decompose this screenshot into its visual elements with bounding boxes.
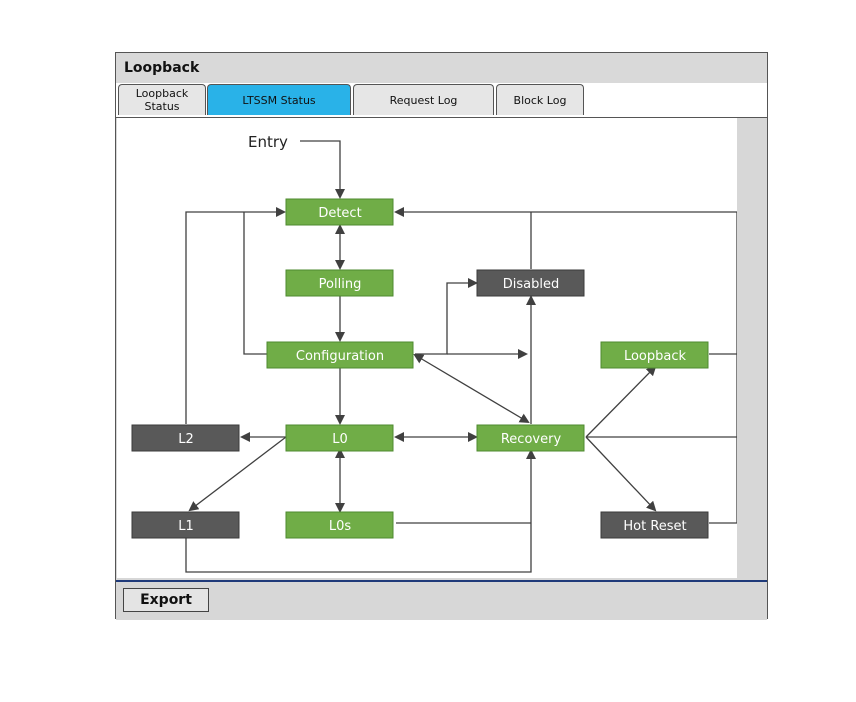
state-configuration-label: Configuration — [296, 349, 384, 364]
tab-bar: Loopback Status LTSSM Status Request Log… — [116, 83, 767, 118]
edge-recovery-hotreset — [585, 436, 657, 512]
state-configuration: Configuration — [266, 341, 414, 369]
state-polling-label: Polling — [319, 277, 362, 292]
state-l2: L2 — [131, 424, 240, 452]
edge-recovery-loopback — [585, 365, 657, 438]
state-detect-label: Detect — [318, 206, 361, 221]
state-l2-label: L2 — [178, 432, 194, 447]
state-hot-reset-label: Hot Reset — [623, 519, 686, 534]
state-loopback: Loopback — [600, 341, 709, 369]
export-button[interactable]: Export — [123, 588, 209, 612]
title-bar: Loopback — [116, 53, 767, 84]
ltssm-state-diagram: Entry Detect Polling Configuration L0 L0… — [131, 133, 738, 573]
tab-request-log[interactable]: Request Log — [353, 84, 494, 115]
edge-l1-recovery — [185, 449, 536, 573]
state-l0-label: L0 — [332, 432, 348, 447]
state-recovery: Recovery — [476, 424, 585, 452]
state-disabled: Disabled — [476, 269, 585, 297]
state-detect: Detect — [285, 198, 394, 226]
edge-configuration-detect — [243, 212, 267, 355]
state-l1-label: L1 — [178, 519, 194, 534]
entry-label: Entry — [248, 133, 288, 151]
edge-entry-detect — [300, 140, 345, 199]
edge-l0-l1 — [188, 436, 287, 512]
tab-ltssm-status[interactable]: LTSSM Status — [207, 84, 351, 115]
state-loopback-label: Loopback — [624, 349, 687, 364]
window-title: Loopback — [124, 60, 200, 76]
state-l1: L1 — [131, 511, 240, 539]
state-l0s: L0s — [285, 511, 394, 539]
state-recovery-label: Recovery — [501, 432, 562, 447]
tab-block-log[interactable]: Block Log — [496, 84, 584, 115]
ltssm-diagram-canvas: Entry Detect Polling Configuration L0 L0… — [117, 118, 738, 578]
state-polling: Polling — [285, 269, 394, 297]
edge-configuration-recovery — [413, 353, 530, 424]
state-l0: L0 — [285, 424, 394, 452]
loopback-window: Loopback Loopback Status LTSSM Status Re… — [115, 52, 768, 620]
state-l0s-label: L0s — [329, 519, 352, 534]
footer-bar: Export — [116, 580, 767, 620]
edge-l2-detect — [185, 207, 286, 424]
state-disabled-label: Disabled — [503, 277, 559, 292]
state-hot-reset: Hot Reset — [600, 511, 709, 539]
tab-loopback-status[interactable]: Loopback Status — [118, 84, 206, 115]
edge-configuration-disabled — [415, 278, 478, 355]
